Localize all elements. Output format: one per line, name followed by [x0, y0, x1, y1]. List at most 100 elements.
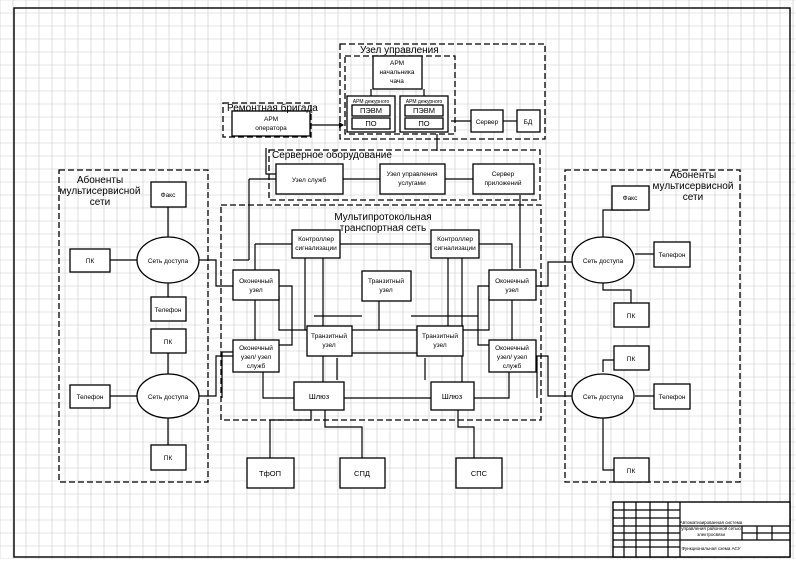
drawing-frame — [13, 7, 791, 558]
control-center-title: Узел управления — [360, 45, 439, 56]
pc-left-bottom-box — [150, 444, 187, 471]
fax-right-label: Факс — [623, 195, 638, 202]
access-network-right-bottom-label: Сеть доступа — [583, 394, 624, 401]
gateway-right-label: Шлюз — [442, 392, 463, 401]
service-mgmt-node-label-2: услугами — [398, 180, 426, 187]
arm-shift-chief-label-2: начальника — [379, 69, 414, 76]
transit-node-top-label-2: узел — [379, 287, 393, 294]
transit-node-left-label-1: Транзитный — [311, 332, 347, 340]
arm-operator-box — [231, 110, 311, 137]
pc-right-bottom-box — [613, 457, 650, 483]
repair-team-group — [222, 102, 312, 138]
arm-shift-chief-box — [372, 55, 423, 90]
arm-shift-chief-label-3: чача — [390, 78, 404, 85]
app-server-label-1: Сервер — [492, 171, 515, 178]
signaling-controller-right-box — [430, 229, 480, 259]
server-label: Сервер — [476, 119, 499, 126]
access-network-left-top-label: Сеть доступа — [148, 258, 189, 265]
transport-network-title-1: Мультипротокольная — [334, 212, 431, 223]
app-server-box — [472, 163, 535, 195]
end-node-right-label-2: узел — [505, 287, 519, 294]
tfop-label: ТфОП — [259, 469, 281, 478]
project-title-3: электросвязи — [697, 532, 726, 537]
service-node-box — [275, 163, 344, 195]
signaling-controller-right-label-2: сигнализации — [434, 245, 476, 252]
project-title-2: управления районной сетью — [681, 525, 741, 531]
subscribers-right-group — [564, 169, 741, 483]
transport-network-title-2: транспортная сеть — [340, 223, 426, 234]
subscribers-left-title-1: Абоненты — [77, 174, 123, 186]
server-box — [470, 109, 504, 133]
phone-right-top-label: Телефон — [659, 252, 686, 259]
po-right-label: ПО — [418, 119, 429, 128]
spd-box — [339, 457, 386, 489]
transit-node-left-box — [306, 325, 353, 357]
pc-right-bottom-label: ПК — [627, 468, 636, 475]
sps-box — [455, 457, 503, 489]
title-block: Автоматизированная система управления ра… — [612, 501, 791, 558]
transit-node-right-label-2: узел — [433, 342, 447, 349]
phone-left-bottom-box — [69, 384, 111, 409]
transit-node-top-box — [361, 270, 412, 302]
app-server-label-2: приложений — [485, 179, 522, 187]
arrow-head — [339, 122, 344, 128]
sheet-title: Функциональная схема АСУ — [681, 546, 740, 551]
arm-operator-label-1: АРМ — [264, 116, 278, 123]
db-label: БД — [524, 119, 533, 126]
signaling-controller-left-label-2: сигнализации — [295, 245, 337, 252]
pevm-right-box — [404, 104, 444, 117]
access-network-left-top — [136, 236, 200, 284]
server-equipment-title: Серверное оборудование — [272, 149, 392, 161]
pc-left-mid-label: ПК — [164, 339, 173, 346]
transit-node-right-label-1: Транзитный — [422, 332, 458, 340]
fax-left-label: Факс — [161, 192, 176, 199]
signaling-controller-left-box — [291, 229, 341, 259]
end-service-node-left-box — [232, 339, 280, 373]
connection-lines — [110, 89, 654, 471]
signaling-controller-right-label-1: Контроллер — [437, 236, 473, 243]
server-equipment-group — [268, 149, 541, 201]
subscribers-left-group — [58, 169, 209, 483]
db-box — [516, 109, 541, 133]
end-service-node-left-label-3: служб — [247, 362, 266, 370]
pc-right-mid-box — [613, 345, 650, 371]
phone-left-box — [150, 296, 187, 322]
end-node-left-label-1: Оконечный — [239, 277, 273, 285]
pc-left-top-box — [69, 248, 111, 273]
gateway-left-box — [293, 381, 345, 411]
pevm-left-label: ПЭВМ — [360, 106, 382, 115]
spd-label: СПД — [354, 469, 370, 478]
pc-left-mid-box — [150, 328, 187, 354]
po-left-box — [351, 117, 391, 130]
subscribers-left-title-2: мультисервисной — [60, 186, 141, 197]
arm-duty-left-label: АРМ дежурного — [353, 99, 390, 105]
fax-left-box — [150, 181, 187, 208]
end-service-node-right-label-3: служб — [503, 362, 522, 370]
transit-node-left-label-2: узел — [322, 342, 336, 349]
fax-right-box — [611, 185, 650, 211]
end-service-node-left-label-1: Оконечный — [239, 344, 273, 352]
service-node-label: Узел служб — [292, 176, 326, 184]
access-network-right-top-label: Сеть доступа — [583, 258, 624, 265]
end-node-right-label-1: Оконечный — [495, 277, 529, 285]
end-node-right-box — [488, 269, 537, 301]
pevm-right-label: ПЭВМ — [413, 106, 435, 115]
arm-shift-chief-label-1: АРМ — [390, 60, 404, 67]
service-mgmt-node-label-1: Узел управления — [386, 171, 438, 178]
end-service-node-right-label-1: Оконечный — [495, 344, 529, 352]
phone-right-bottom-box — [653, 383, 691, 410]
signaling-controller-left-label-1: Контроллер — [298, 236, 334, 243]
pc-right-top-label: ПК — [627, 313, 636, 320]
po-right-box — [404, 117, 444, 130]
po-left-label: ПО — [365, 119, 376, 128]
pc-left-top-label: ПК — [86, 258, 95, 265]
pevm-left-box — [351, 104, 391, 117]
access-network-right-top — [571, 236, 635, 284]
transport-network-group — [220, 204, 542, 421]
phone-right-top-box — [653, 241, 691, 268]
arm-duty-right-label: АРМ дежурного — [406, 99, 443, 105]
project-title-1: Автоматизированная система — [680, 520, 743, 525]
end-service-node-right-label-2: узел/ узел — [497, 354, 528, 361]
access-network-left-bottom — [136, 373, 200, 419]
